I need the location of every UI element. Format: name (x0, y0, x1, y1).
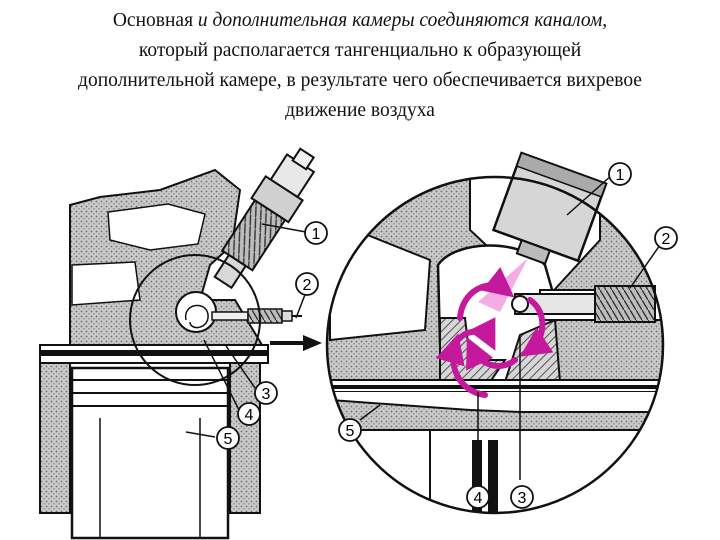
callout-right-3-text: 3 (518, 490, 527, 507)
leaders-right (359, 174, 661, 480)
zoom-circle-small (129, 254, 261, 386)
head-cavity-2 (71, 261, 141, 306)
swirl-arrow-1 (435, 333, 488, 398)
enlarged-view: 1 2 3 4 5 (325, 151, 678, 515)
piston-ring-slot-2 (488, 440, 498, 513)
callout-right-2-text: 2 (662, 231, 671, 248)
callout-left-2 (295, 272, 319, 296)
callout-right-3 (510, 485, 534, 509)
swirl-arrow-2 (457, 267, 515, 321)
title-line-4: движение воздуха (285, 100, 435, 121)
callout-right-4-text: 4 (474, 490, 483, 507)
callout-left-4 (237, 402, 261, 426)
callout-right-2 (654, 226, 678, 250)
engine-section: 1 2 3 4 5 (39, 147, 328, 540)
callout-right-1 (608, 162, 632, 186)
callout-left-3 (254, 381, 278, 405)
title-line-1: Основная и дополнительная камеры соединя… (0, 6, 720, 36)
callout-right-5 (338, 418, 362, 442)
callout-right-5-text: 5 (346, 423, 355, 440)
callout-right-1-text: 1 (616, 167, 625, 184)
pre-chamber-small (175, 291, 217, 333)
air-swirl (435, 267, 554, 398)
callout-left-4-text: 4 (245, 407, 254, 424)
piston-body-enlarged (429, 429, 663, 513)
glow-plug-enlarged (511, 285, 656, 323)
block-wall-left (39, 362, 71, 514)
callout-left-3-text: 3 (262, 386, 271, 403)
engine-diagram: 1 2 3 4 5 (39, 147, 678, 540)
callouts-left: 1 2 3 4 5 (216, 221, 328, 450)
callouts-right: 1 2 3 4 5 (338, 162, 678, 509)
callout-left-1 (304, 221, 328, 245)
gasket-line-enlarged (327, 385, 663, 389)
callout-left-2-text: 2 (303, 277, 312, 294)
title-line-1-plain: Основная (112, 10, 194, 31)
head-cavity (107, 203, 206, 251)
title-line-2: который располагается тангенциально к об… (138, 40, 582, 61)
title-line-3: дополнительной камере, в результате чего… (78, 70, 642, 91)
injector (213, 147, 316, 290)
swirl-arrow-3 (520, 297, 554, 357)
zoom-arrow (270, 335, 322, 351)
leaders-left (185, 223, 307, 438)
swirl-small (185, 304, 209, 329)
callout-right-4 (466, 485, 490, 509)
swirl-arrow-5 (455, 317, 496, 351)
title-line-1-italic: и дополнительная камеры соединяются кана… (197, 10, 608, 31)
gasket-line (40, 350, 268, 356)
callout-left-5 (216, 426, 240, 450)
piston-ring-slot-1 (472, 440, 482, 513)
zoom-circle-large (325, 175, 665, 515)
diagram-title: Основная и дополнительная камеры соединя… (0, 6, 720, 126)
glow-plug (211, 308, 302, 324)
callout-left-5-text: 5 (224, 431, 233, 448)
callout-left-1-text: 1 (312, 226, 321, 243)
swirl-arrow-4 (466, 337, 518, 371)
